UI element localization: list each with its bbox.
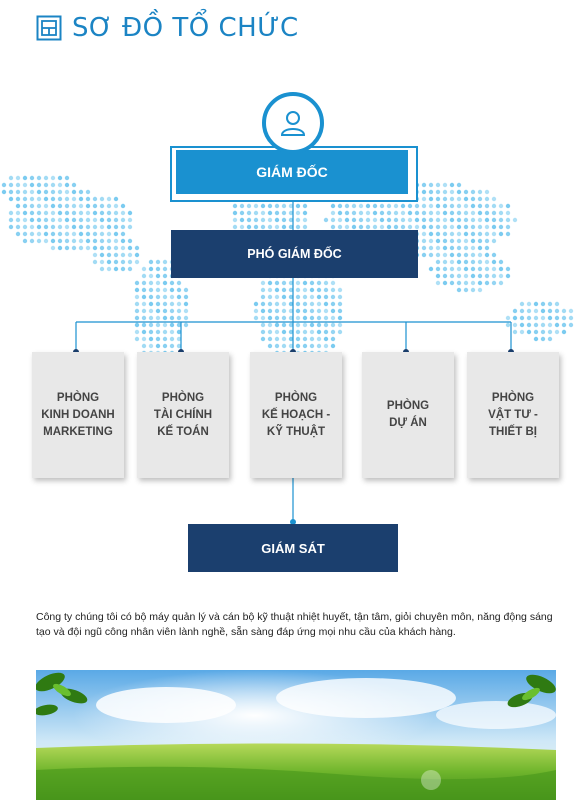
dept-line: KẾ HOẠCH -: [261, 408, 331, 421]
avatar: [262, 92, 324, 154]
dept-line: PHÒNG: [491, 391, 535, 404]
dept-line: THIẾT BỊ: [489, 425, 537, 438]
ceo-label: GIÁM ĐỐC: [256, 164, 328, 180]
dept-line: PHÒNG: [56, 391, 100, 404]
deputy-director-box: PHÓ GIÁM ĐỐC: [171, 230, 418, 278]
company-description: Công ty chúng tôi có bộ máy quản lý và c…: [36, 611, 553, 638]
dept-line: KẾ TOÁN: [157, 425, 209, 438]
dept-line: PHÒNG: [386, 400, 430, 412]
supervisor-box: GIÁM SÁT: [188, 524, 398, 572]
dept-projects: PHÒNG DỰ ÁN: [362, 352, 454, 478]
org-chart-icon: [36, 15, 62, 41]
dept-materials-equipment: PHÒNG VẬT TƯ - THIẾT BỊ: [467, 352, 559, 478]
dept-line: MARKETING: [43, 425, 113, 438]
dept-line: KỸ THUẬT: [266, 425, 326, 438]
dept-line: KINH DOANH: [41, 408, 115, 421]
dept-line: PHÒNG: [161, 391, 205, 404]
page-title-text: SƠ ĐỒ TỔ CHỨC: [72, 13, 299, 43]
dept-line: PHÒNG: [274, 391, 318, 404]
grass-field-illustration: [36, 670, 556, 800]
person-icon: [280, 111, 306, 136]
dept-line: DỰ ÁN: [389, 417, 427, 429]
dept-line: VẬT TƯ -: [488, 408, 538, 421]
dept-line: TÀI CHÍNH: [153, 408, 213, 421]
supervisor-label: GIÁM SÁT: [261, 540, 325, 556]
landscape-image: [36, 670, 556, 800]
page-title: SƠ ĐỒ TỔ CHỨC: [36, 8, 299, 48]
deputy-director-label: PHÓ GIÁM ĐỐC: [247, 247, 342, 261]
ceo-box: GIÁM ĐỐC: [176, 150, 408, 194]
dept-finance-accounting: PHÒNG TÀI CHÍNH KẾ TOÁN: [137, 352, 229, 478]
dept-sales-marketing: PHÒNG KINH DOANH MARKETING: [32, 352, 124, 478]
dept-planning-technical: PHÒNG KẾ HOẠCH - KỸ THUẬT: [250, 352, 342, 478]
